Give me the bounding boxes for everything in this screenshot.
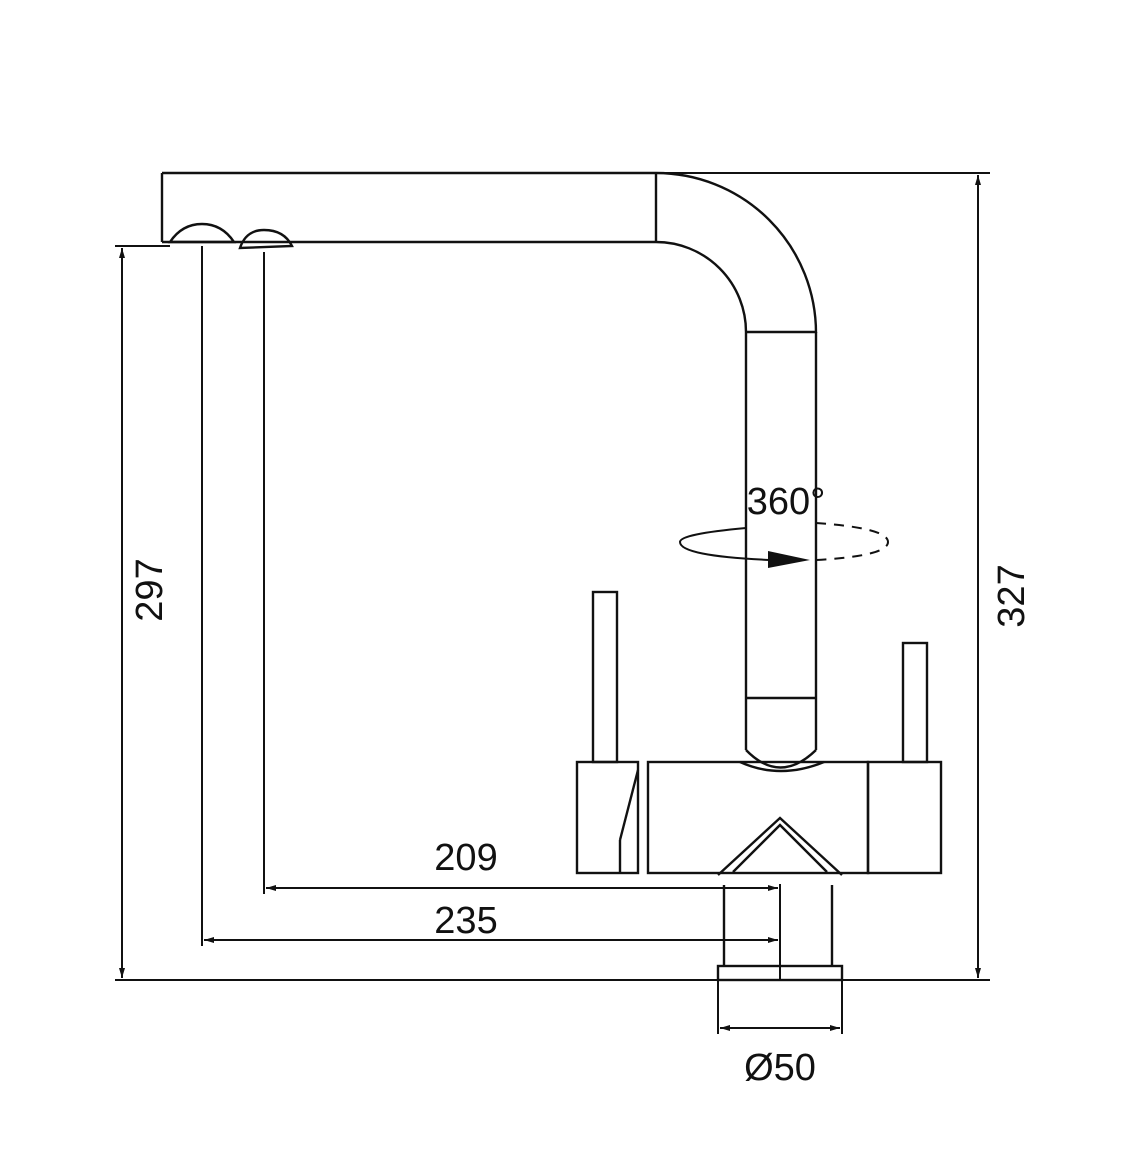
dim-overall-height: 327 xyxy=(991,564,1033,627)
spout xyxy=(160,171,818,769)
dim-rotation: 360° xyxy=(747,481,826,523)
mixer-body xyxy=(575,590,943,875)
rotation-indicator xyxy=(678,522,890,568)
dim-reach-outer: 235 xyxy=(434,900,497,942)
aerator-left xyxy=(167,222,237,244)
dim-reach-inner: 209 xyxy=(434,837,497,879)
dim-spout-height: 297 xyxy=(129,558,171,621)
dim-base-diameter: Ø50 xyxy=(744,1047,816,1089)
aerator-right xyxy=(238,228,294,250)
